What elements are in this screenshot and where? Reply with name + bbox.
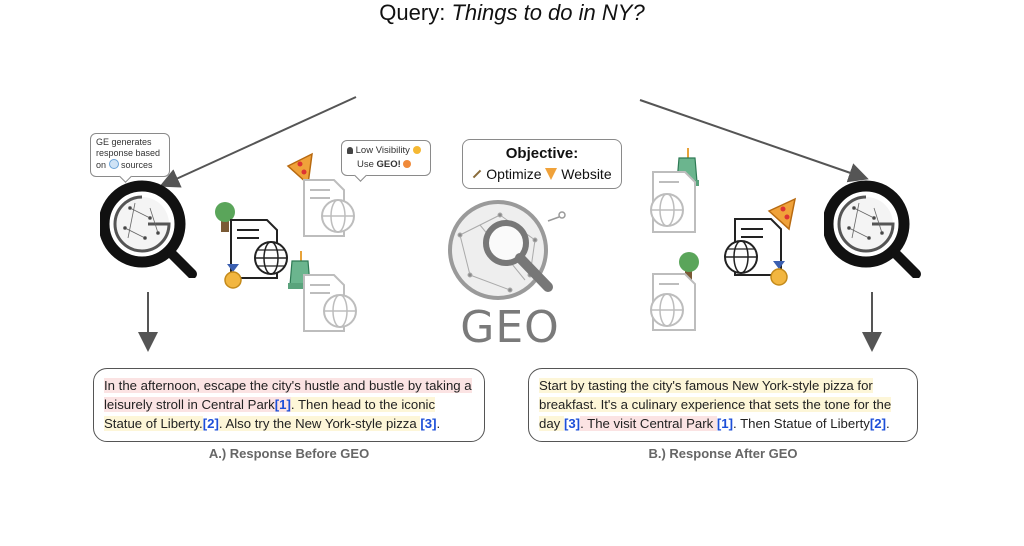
park-document-icon (215, 202, 288, 289)
pizza-document-icon (286, 152, 355, 237)
generative-engine-logo-icon (824, 180, 921, 278)
liberty-document-icon (650, 148, 699, 233)
caption-after: B.) Response After GEO (648, 446, 798, 461)
citation: [2] (869, 416, 886, 431)
globe-icon (108, 159, 119, 169)
response-sentence: . Also try the New York-style pizza (218, 416, 421, 431)
objective-box: Objective: Optimize Website (462, 139, 622, 189)
sad-face-icon (412, 146, 421, 154)
bubble-line: response based (96, 148, 161, 158)
user-icon (347, 147, 353, 154)
engine-speech-bubble: GE generates response based on sources (90, 133, 170, 183)
bubble-line: GE generates (96, 137, 152, 147)
generative-engine-logo-icon (100, 180, 197, 278)
bubble-line: on sources (96, 159, 164, 171)
citation: [3] (420, 416, 437, 431)
citation: [3] (563, 416, 581, 431)
bubble-text: Low Visibility (355, 145, 410, 156)
response-sentence: . The visit Central Park (580, 416, 717, 431)
visibility-speech-bubble: Low Visibility Use GEO! (341, 140, 431, 182)
objective-title: Objective: (505, 145, 579, 162)
pizza-icon (545, 168, 558, 180)
geo-label: GEO (460, 302, 560, 353)
bubble-text-bold: GEO! (376, 159, 401, 170)
response-after-box: Start by tasting the city's famous New Y… (528, 368, 918, 442)
bubble-text: sources (121, 160, 153, 170)
response-sentence: . (885, 416, 890, 431)
happy-face-icon (403, 160, 412, 168)
citation: [1] (716, 416, 733, 431)
query-prefix: Query: (379, 0, 446, 25)
objective-line: Optimize Website (463, 166, 621, 182)
objective-text: Website (561, 166, 612, 182)
bubble-line: Use GEO! (347, 158, 425, 172)
response-sentence: . Then Statue of Liberty (733, 416, 870, 431)
query-heading: Query: Things to do in NY? (0, 0, 1024, 26)
geo-globe-magnifier-icon (448, 200, 566, 300)
bubble-line: Low Visibility (347, 144, 425, 158)
citation: [1] (274, 397, 291, 412)
liberty-document-icon (288, 251, 357, 332)
caption-before: A.) Response Before GEO (208, 446, 370, 461)
query-text: Things to do in NY? (451, 0, 645, 25)
objective-text: Optimize (486, 166, 542, 182)
response-before-box: In the afternoon, escape the city's hust… (93, 368, 485, 442)
citation: [2] (202, 416, 219, 431)
park-document-icon (650, 252, 699, 331)
magic-wand-icon (473, 169, 482, 179)
bubble-text: on (96, 160, 107, 170)
bubble-text: Use (357, 159, 374, 170)
response-sentence: . (436, 416, 441, 431)
pizza-document-icon (724, 197, 797, 286)
